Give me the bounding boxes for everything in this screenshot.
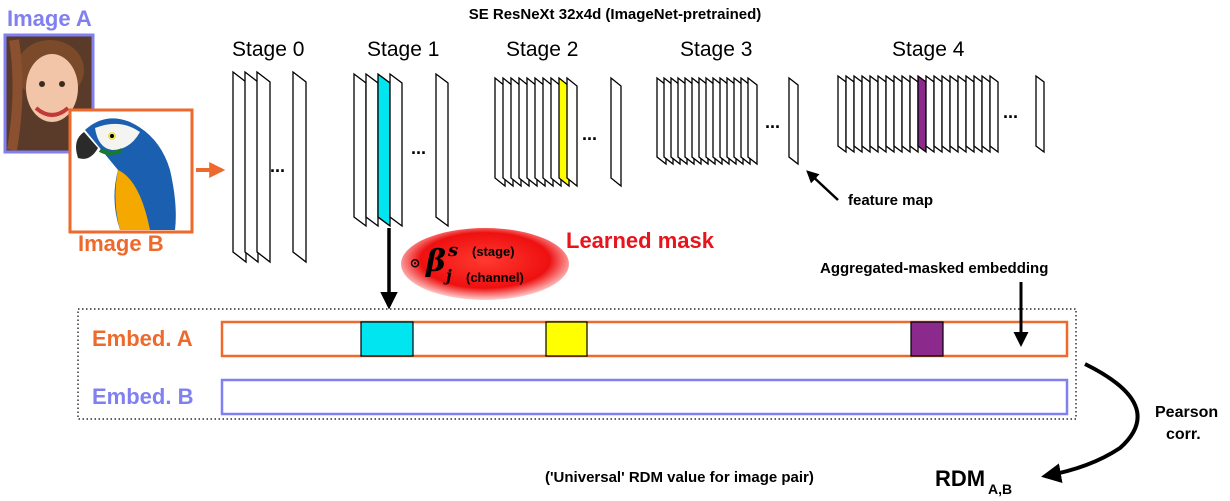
stage-0-feature-maps: [232, 70, 307, 264]
mask-subscript: j: [446, 266, 452, 285]
mask-superscript: s: [448, 240, 459, 261]
stage-3-feature-maps: [656, 76, 799, 166]
stage-2-label: Stage 2: [506, 38, 579, 61]
embed-b-bar: [220, 378, 1069, 416]
embed-a-stage1-block: [360, 321, 414, 357]
stage-2-ellipsis: ...: [582, 124, 598, 144]
image-a-thumbnail: [3, 33, 95, 154]
stage-4-feature-maps: [837, 74, 1045, 154]
embedding-container: [77, 308, 1077, 420]
stage-0-label: Stage 0: [232, 38, 305, 61]
embed-b-label: Embed. B: [92, 384, 194, 409]
embed-a-stage4-block: [910, 321, 944, 357]
mask-beta: β: [426, 244, 446, 279]
stage-3-ellipsis: ...: [765, 112, 781, 132]
pearson-label: Pearson: [1155, 404, 1219, 421]
image-a-label: Image A: [7, 6, 92, 31]
stage-1-label: Stage 1: [367, 38, 440, 61]
pearson-curve-arrow: [1041, 362, 1140, 484]
image-b-label: Image B: [78, 231, 164, 256]
stage-2-feature-maps: [494, 76, 622, 188]
stage-4-label: Stage 4: [892, 38, 965, 61]
corr-label: corr.: [1166, 426, 1201, 443]
feature-map-label: feature map: [848, 192, 934, 209]
learned-mask-ellipse: [401, 228, 569, 300]
stage-4-ellipsis: ...: [1003, 102, 1019, 122]
diagram-title: SE ResNeXt 32x4d (ImageNet-pretrained): [468, 6, 762, 23]
rdm-subscript: A,B: [988, 481, 1013, 497]
stage-1-ellipsis: ...: [411, 138, 427, 158]
learned-mask-label: Learned mask: [566, 228, 714, 253]
mask-channel-note: (channel): [466, 270, 524, 285]
rdm-main: RDM: [935, 466, 986, 491]
stage-3-label: Stage 3: [680, 38, 753, 61]
image-b-thumbnail: [68, 108, 194, 234]
embed-a-label: Embed. A: [92, 326, 193, 351]
mask-odot-symbol: ⊙: [410, 256, 421, 270]
embed-a-stage2-block: [545, 321, 588, 357]
stage-1-feature-maps: [353, 72, 449, 228]
stage-0-ellipsis: ...: [270, 156, 286, 176]
rdm-caption: ('Universal' RDM value for image pair): [545, 469, 814, 486]
feature-map-arrow: [806, 170, 839, 201]
aggregated-embedding-label: Aggregated-masked embedding: [820, 260, 1049, 277]
mask-stage-note: (stage): [472, 244, 515, 259]
